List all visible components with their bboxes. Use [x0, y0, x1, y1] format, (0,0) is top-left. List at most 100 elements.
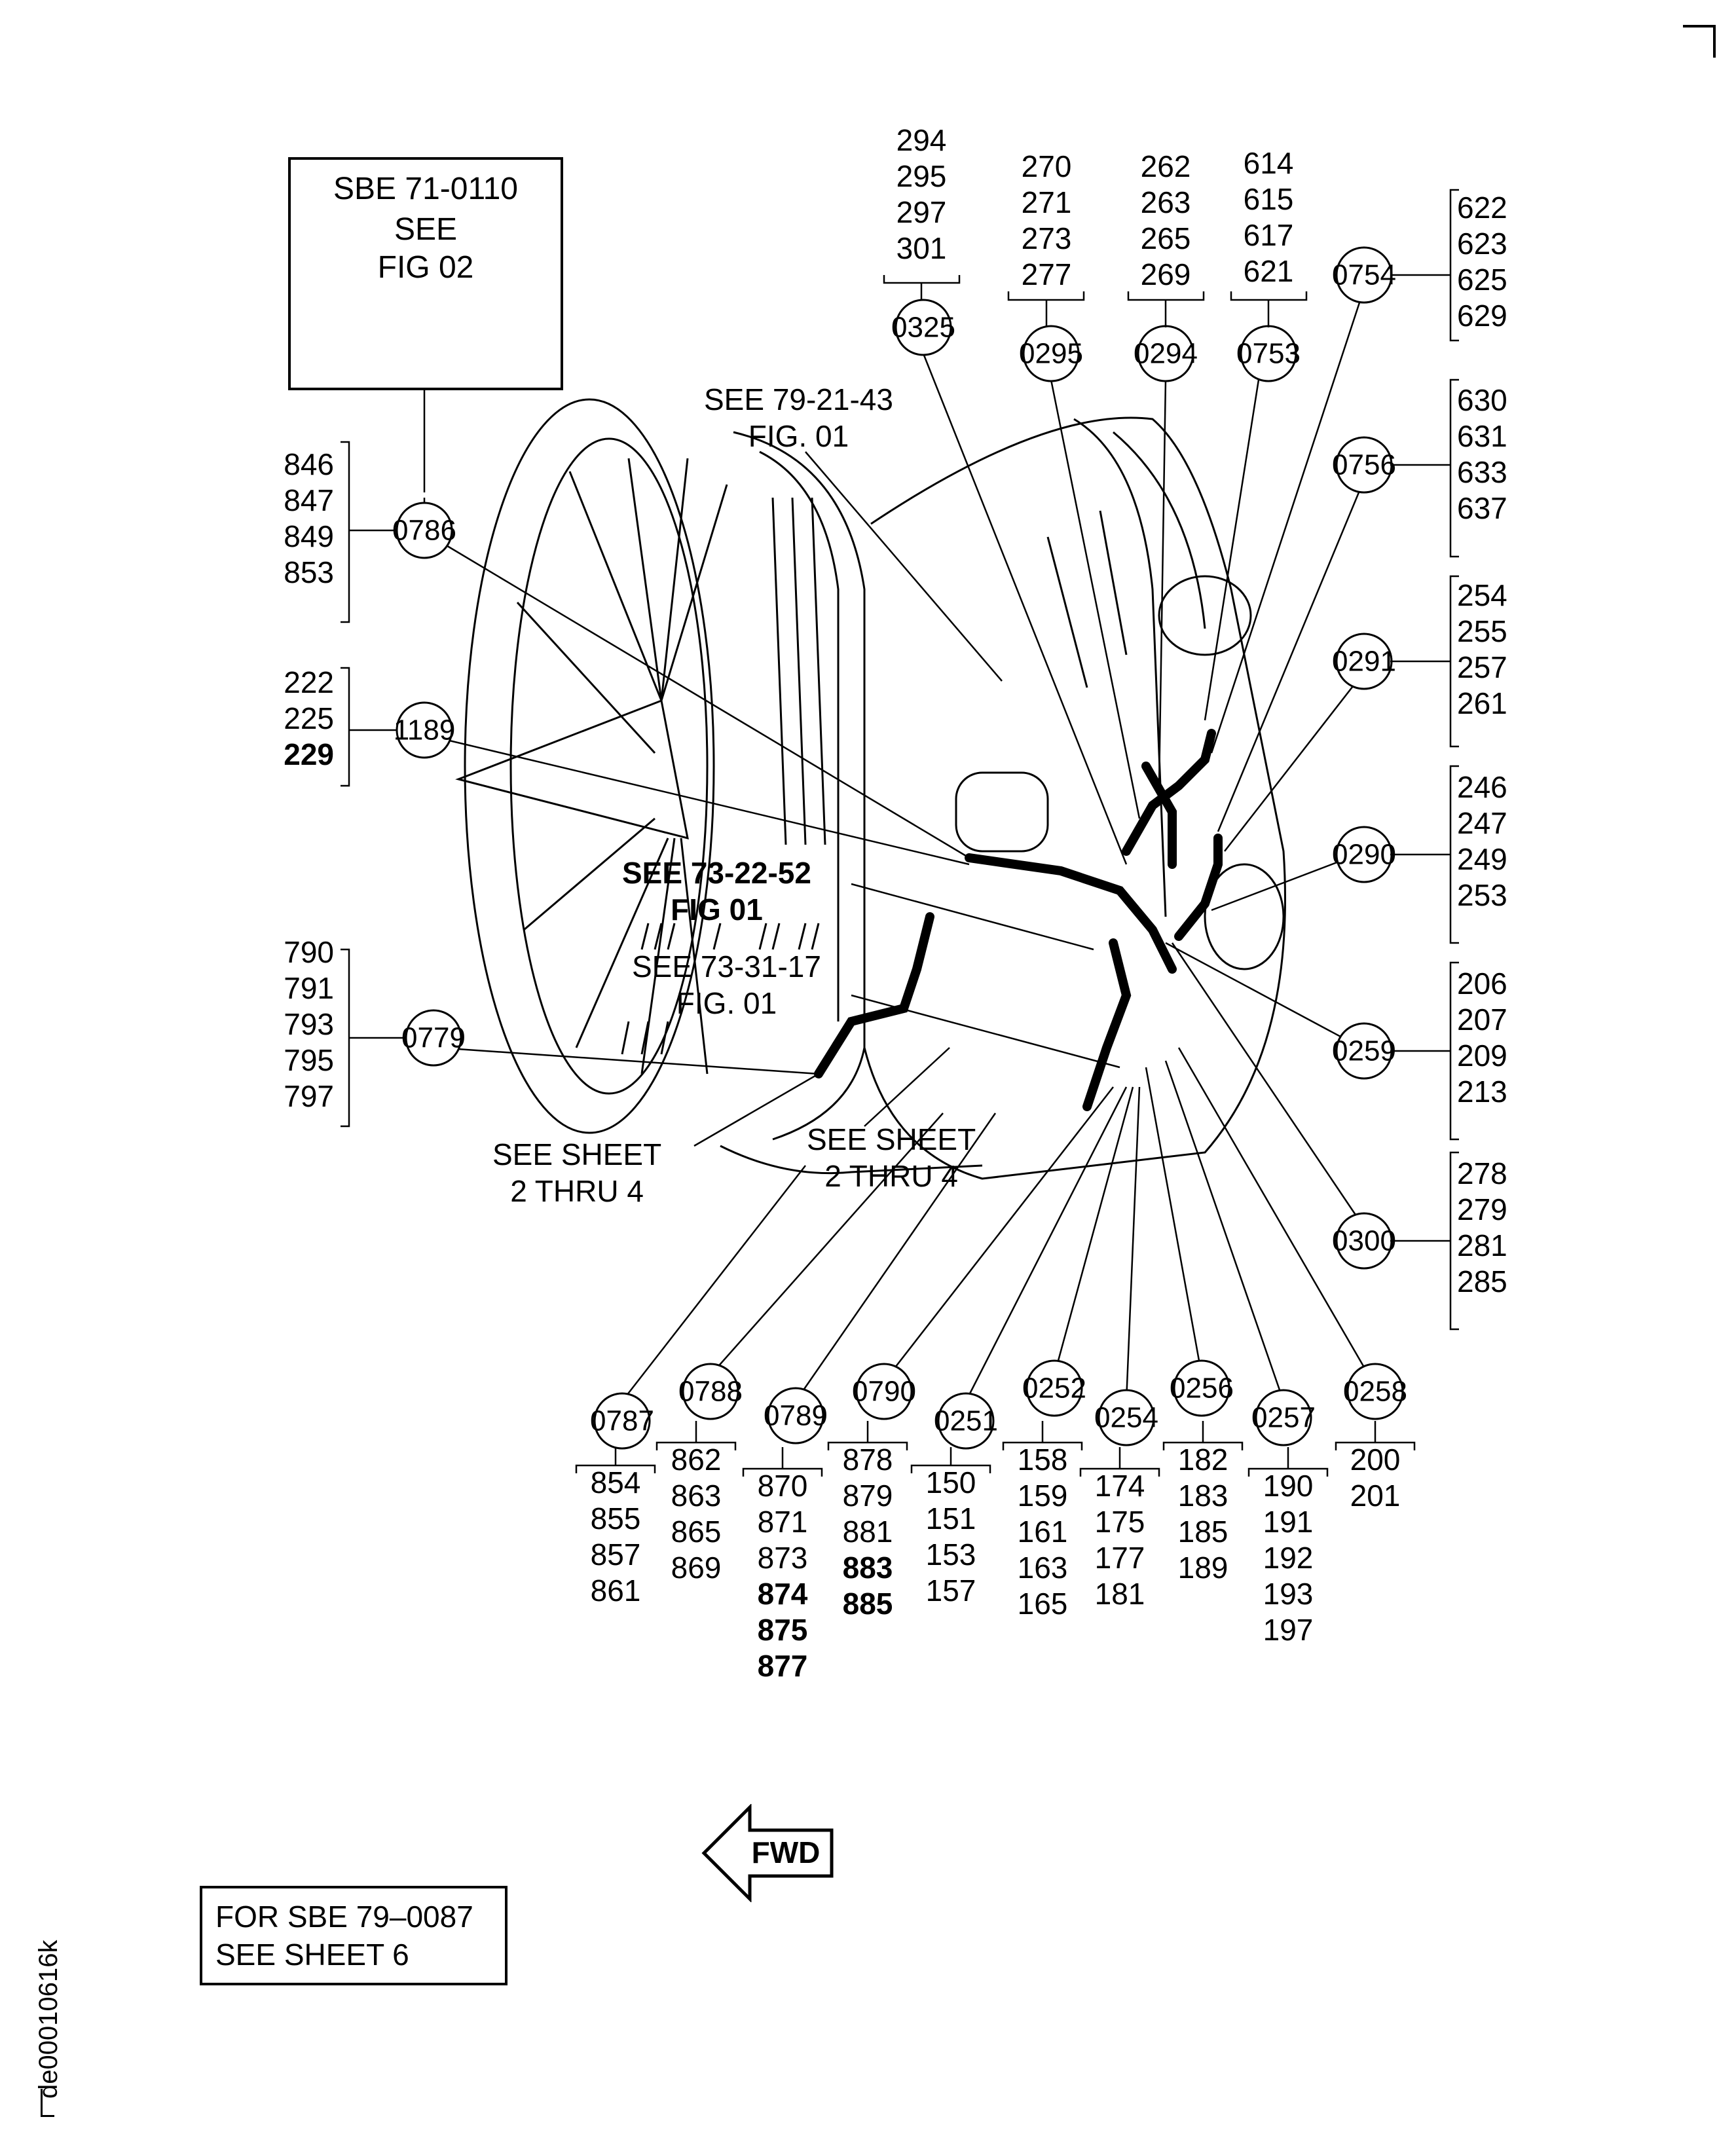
part-number: 795	[284, 1043, 334, 1077]
part-number: 165	[1018, 1587, 1068, 1621]
part-number: 278	[1457, 1156, 1507, 1190]
part-number: 191	[1263, 1505, 1314, 1539]
core-engine	[863, 416, 1286, 1180]
part-number: 615	[1244, 182, 1294, 216]
callout-bubble	[1173, 1359, 1230, 1417]
sbe-note-box: FOR SBE 79–0087 SEE SHEET 6	[200, 1886, 508, 1985]
part-number: 879	[843, 1479, 893, 1513]
sbe-box-line2: SEE	[394, 212, 458, 247]
ref-79-21-43: SEE 79-21-43 FIG. 01	[704, 381, 893, 454]
callout-bubble	[1022, 325, 1080, 382]
callout-bubble	[593, 1392, 651, 1450]
callout-id: 0259	[1332, 1035, 1396, 1067]
part-number: 853	[284, 555, 334, 589]
harness-tube-6	[1141, 762, 1177, 869]
harness-tube-1	[965, 853, 1177, 974]
fwd-arrow-icon: FWD	[701, 1804, 834, 1902]
leader-lines	[418, 294, 1370, 1402]
part-number: 849	[284, 519, 334, 553]
part-number: 871	[758, 1505, 808, 1539]
part-number: 271	[1022, 185, 1072, 219]
fan-inlet-inner	[509, 437, 709, 1095]
drawing-code-bracket	[41, 2089, 54, 2117]
part-number: 863	[671, 1479, 722, 1513]
ref-see-sheet-right-line2: 2 THRU 4	[824, 1159, 958, 1193]
callout-id: 0754	[1332, 259, 1396, 291]
part-number: 213	[1457, 1075, 1507, 1109]
sbe-box-line3: FIG 02	[377, 250, 474, 285]
part-number: 847	[284, 483, 334, 517]
part-number: 870	[758, 1469, 808, 1503]
part-number: 177	[1095, 1541, 1145, 1575]
part-number: 874	[758, 1577, 808, 1611]
part-number: 885	[843, 1587, 893, 1621]
pipe-5	[1099, 510, 1128, 655]
part-number: 200	[1350, 1443, 1401, 1477]
part-number: 161	[1018, 1515, 1068, 1549]
ref-see-sheet-right-line1: SEE SHEET	[807, 1122, 976, 1156]
callout-layer: 0325294295297301029527027127327702942622…	[284, 123, 1507, 1683]
part-number: 185	[1178, 1515, 1228, 1549]
part-number: 791	[284, 971, 334, 1005]
callout-id: 0254	[1094, 1402, 1158, 1434]
part-number: 189	[1178, 1551, 1228, 1585]
part-number: 790	[284, 935, 334, 969]
part-number: 262	[1141, 149, 1191, 183]
left-brackets	[341, 441, 406, 1128]
callout-id: 0790	[852, 1376, 916, 1408]
part-number: 253	[1457, 878, 1507, 912]
fan-case-band-inner	[759, 451, 840, 1021]
part-number: 150	[926, 1465, 976, 1499]
callout-bubble	[1098, 1389, 1155, 1446]
part-number: 157	[926, 1573, 976, 1608]
part-number: 206	[1457, 966, 1507, 1001]
part-number: 881	[843, 1515, 893, 1549]
part-number: 873	[758, 1541, 808, 1575]
part-number: 158	[1018, 1443, 1068, 1477]
part-number: 190	[1263, 1469, 1314, 1503]
part-number: 875	[758, 1613, 808, 1647]
callout-id: 0252	[1022, 1372, 1086, 1405]
pipe-3	[811, 497, 826, 845]
part-number: 153	[926, 1537, 976, 1572]
ref-73-22-52-line2: FIG 01	[671, 892, 763, 927]
fan-inlet-rim	[464, 398, 715, 1134]
part-number: 614	[1244, 146, 1294, 180]
callout-id: 0753	[1236, 338, 1301, 370]
part-number: 625	[1457, 263, 1507, 297]
callout-bubble	[937, 1392, 995, 1450]
part-number: 623	[1457, 227, 1507, 261]
ref-see-sheet-left-line2: 2 THRU 4	[510, 1174, 644, 1208]
note-line2: SEE SHEET 6	[215, 1938, 409, 1972]
callout-id: 0325	[891, 312, 955, 344]
callout-id: 0257	[1251, 1402, 1316, 1434]
pipe-2	[791, 497, 807, 845]
part-number: 633	[1457, 455, 1507, 489]
part-number: 249	[1457, 842, 1507, 876]
part-number: 877	[758, 1649, 808, 1683]
part-number: 301	[896, 231, 947, 265]
sbe-box-line1: SBE 71-0110	[333, 172, 518, 206]
part-number: 617	[1244, 218, 1294, 252]
sbe-reference-box: SBE 71-0110 SEE FIG 02	[288, 157, 563, 390]
part-number: 637	[1457, 491, 1507, 525]
part-number: 281	[1457, 1228, 1507, 1262]
part-number: 265	[1141, 221, 1191, 255]
harness-tube-3	[1174, 834, 1223, 941]
part-number: 846	[284, 447, 334, 481]
callout-id: 0294	[1134, 338, 1198, 370]
lower-cowl	[720, 1145, 983, 1175]
